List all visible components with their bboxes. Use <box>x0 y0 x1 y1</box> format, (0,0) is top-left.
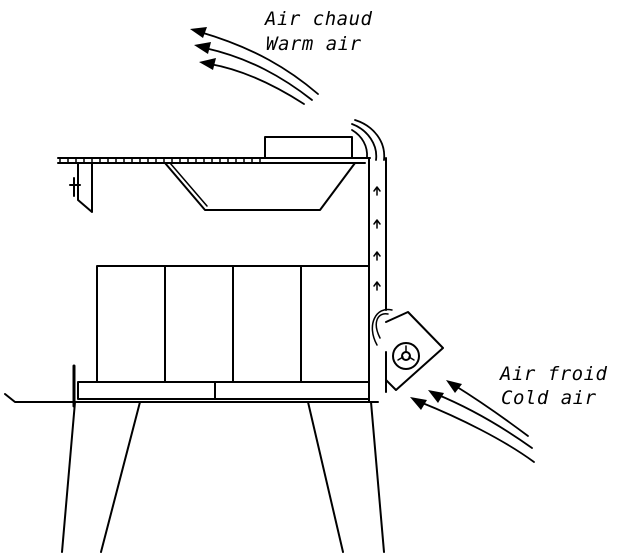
warm-air-label-en: Warm air <box>266 33 362 55</box>
cold-air-arrows <box>420 385 534 462</box>
firebrick-wall <box>97 266 369 382</box>
top-collar <box>265 137 352 158</box>
warm-air-outlet <box>352 120 384 160</box>
left-leg <box>62 402 140 552</box>
arrow-icon <box>190 27 216 70</box>
door-handle <box>70 163 92 212</box>
cold-air-label-fr: Air froid <box>500 363 608 385</box>
top-plate <box>58 158 365 163</box>
cold-arrow-heads <box>410 380 462 410</box>
cold-air-label-en: Cold air <box>501 387 597 409</box>
warm-air-arrows <box>200 32 318 104</box>
rear-heat-exchanger <box>360 158 386 402</box>
hearth-bricks <box>78 382 369 399</box>
base-plate <box>5 394 378 402</box>
warm-air-label-fr: Air chaud <box>265 8 373 30</box>
fan-icon <box>393 343 419 369</box>
baffle <box>165 163 355 210</box>
right-leg <box>308 402 384 552</box>
fan-housing <box>372 309 443 390</box>
